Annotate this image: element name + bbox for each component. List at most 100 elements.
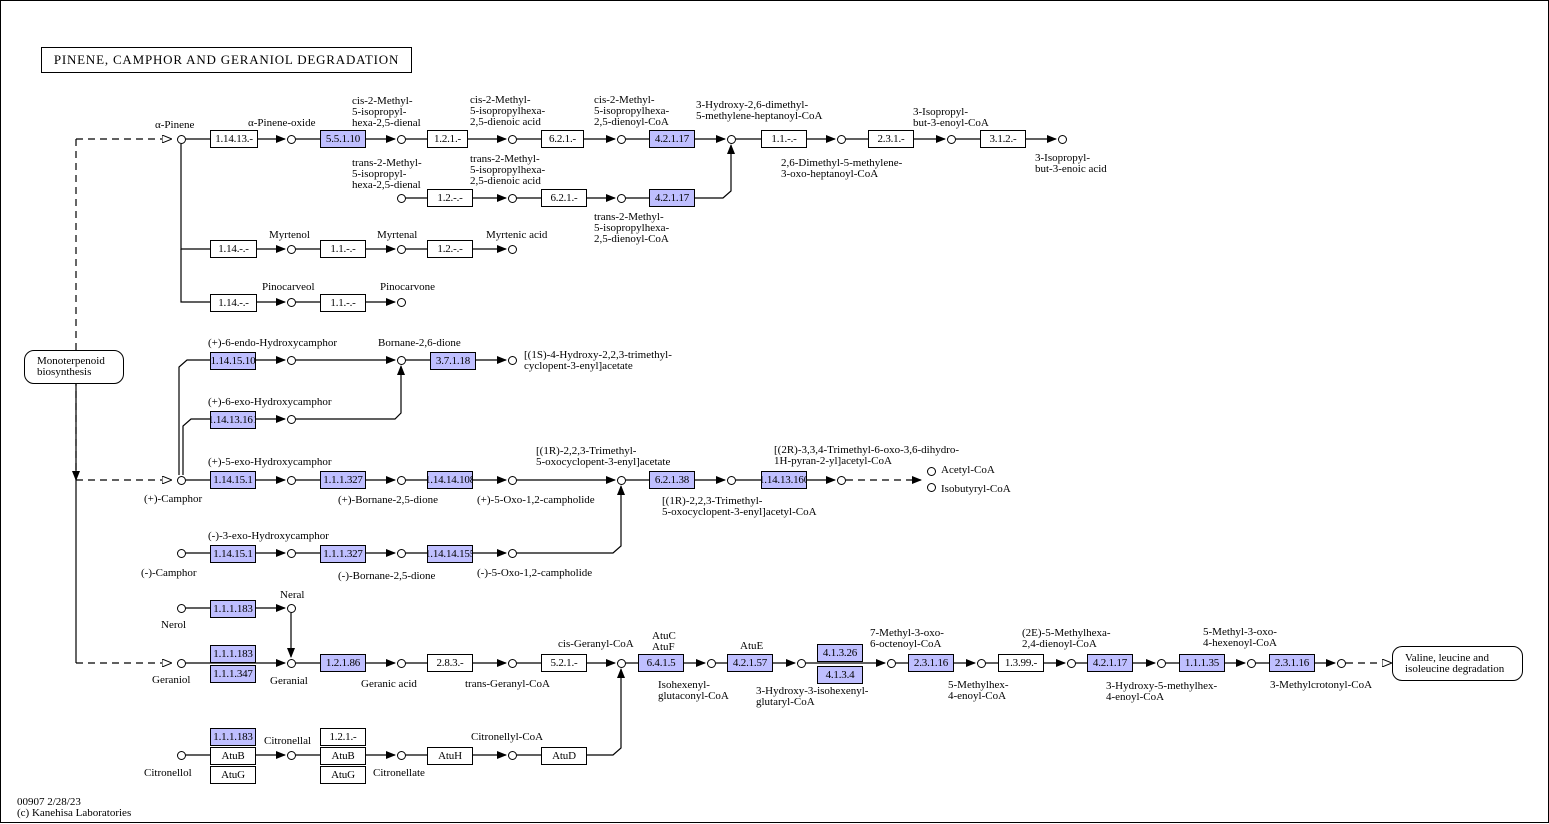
enzyme-box-e41[interactable]: 1.1.1.35 (1179, 654, 1225, 672)
compound-node[interactable] (1336, 658, 1346, 668)
compound-node[interactable] (616, 193, 626, 203)
compound-node[interactable] (926, 482, 936, 492)
enzyme-box-e33[interactable]: 5.2.1.- (541, 654, 587, 672)
enzyme-box-e5[interactable]: 4.2.1.17 (649, 130, 695, 148)
compound-node[interactable] (796, 658, 806, 668)
enzyme-box-e18[interactable]: 3.7.1.18 (430, 352, 476, 370)
enzyme-box-e11[interactable]: 4.2.1.17 (649, 189, 695, 207)
enzyme-box-e39[interactable]: 1.3.99.- (998, 654, 1044, 672)
compound-node[interactable] (507, 244, 517, 254)
enzyme-box-e13[interactable]: 1.1.-.- (320, 240, 366, 258)
compound-node[interactable] (1156, 658, 1166, 668)
enzyme-box-e44[interactable]: AtuB (210, 747, 256, 765)
compound-node[interactable] (176, 134, 186, 144)
enzyme-box-e19[interactable]: 1.14.13.161 (210, 411, 256, 429)
compound-node[interactable] (836, 475, 846, 485)
enzyme-box-e7[interactable]: 2.3.1.- (868, 130, 914, 148)
compound-node[interactable] (396, 750, 406, 760)
compound-node[interactable] (616, 475, 626, 485)
compound-node[interactable] (176, 548, 186, 558)
compound-node[interactable] (507, 548, 517, 558)
compound-node[interactable] (286, 750, 296, 760)
compound-node[interactable] (396, 355, 406, 365)
enzyme-box-e1[interactable]: 1.14.13.- (210, 130, 258, 148)
compound-node[interactable] (176, 658, 186, 668)
compound-node[interactable] (1066, 658, 1076, 668)
enzyme-box-e3[interactable]: 1.2.1.- (427, 130, 468, 148)
compound-node[interactable] (507, 658, 517, 668)
enzyme-box-e46[interactable]: 1.2.1.- (320, 728, 366, 746)
enzyme-box-e2[interactable]: 5.5.1.10 (320, 130, 366, 148)
compound-node[interactable] (396, 134, 406, 144)
enzyme-box-e23[interactable]: 6.2.1.38 (649, 471, 695, 489)
compound-node[interactable] (286, 603, 296, 613)
compound-node[interactable] (507, 475, 517, 485)
compound-node[interactable] (507, 750, 517, 760)
enzyme-box-e30[interactable]: 1.1.1.347 (210, 665, 256, 683)
compound-node[interactable] (726, 475, 736, 485)
compound-node[interactable] (396, 475, 406, 485)
enzyme-box-e24[interactable]: 1.14.13.160 (761, 471, 807, 489)
compound-node[interactable] (286, 355, 296, 365)
enzyme-box-e48[interactable]: AtuG (320, 766, 366, 784)
enzyme-box-e36[interactable]: 4.1.3.26 (817, 644, 863, 662)
compound-node[interactable] (286, 475, 296, 485)
compound-node[interactable] (946, 134, 956, 144)
enzyme-box-e12[interactable]: 1.14.-.- (210, 240, 257, 258)
compound-node[interactable] (176, 603, 186, 613)
compound-node[interactable] (1246, 658, 1256, 668)
compound-node[interactable] (507, 193, 517, 203)
compound-node[interactable] (507, 134, 517, 144)
enzyme-box-e17[interactable]: 1.14.15.10 (210, 352, 256, 370)
compound-node[interactable] (286, 244, 296, 254)
map-link-valine-leucine-isoleucine-degradation[interactable]: Valine, leucine and isoleucine degradati… (1392, 646, 1523, 681)
compound-node[interactable] (286, 548, 296, 558)
compound-node[interactable] (507, 355, 517, 365)
enzyme-box-e8[interactable]: 3.1.2.- (980, 130, 1026, 148)
enzyme-box-e9[interactable]: 1.2.-.- (427, 189, 473, 207)
compound-node[interactable] (286, 134, 296, 144)
enzyme-box-e16[interactable]: 1.1.-.- (320, 294, 366, 312)
compound-node[interactable] (1057, 134, 1067, 144)
enzyme-box-e21[interactable]: 1.1.1.327 (320, 471, 366, 489)
enzyme-box-e10[interactable]: 6.2.1.- (541, 189, 587, 207)
enzyme-box-e4[interactable]: 6.2.1.- (541, 130, 584, 148)
compound-node[interactable] (706, 658, 716, 668)
compound-node[interactable] (286, 297, 296, 307)
compound-node[interactable] (176, 750, 186, 760)
enzyme-box-e34[interactable]: 6.4.1.5 (638, 654, 684, 672)
compound-node[interactable] (396, 193, 406, 203)
compound-node[interactable] (396, 548, 406, 558)
compound-node[interactable] (926, 466, 936, 476)
enzyme-box-e22[interactable]: 1.14.14.108 (427, 471, 473, 489)
enzyme-box-e27[interactable]: 1.14.14.155 (427, 545, 473, 563)
compound-node[interactable] (396, 297, 406, 307)
enzyme-box-e38[interactable]: 2.3.1.16 (908, 654, 954, 672)
enzyme-box-e47[interactable]: AtuB (320, 747, 366, 765)
map-link-monoterpenoid-biosynthesis[interactable]: Monoterpenoid biosynthesis (24, 350, 124, 384)
compound-node[interactable] (886, 658, 896, 668)
compound-node[interactable] (396, 658, 406, 668)
enzyme-box-e37[interactable]: 4.1.3.4 (817, 666, 863, 684)
compound-node[interactable] (616, 658, 626, 668)
compound-node[interactable] (286, 414, 296, 424)
enzyme-box-e6[interactable]: 1.1.-.- (761, 130, 807, 148)
enzyme-box-e15[interactable]: 1.14.-.- (210, 294, 257, 312)
compound-node[interactable] (976, 658, 986, 668)
compound-node[interactable] (286, 658, 296, 668)
compound-node[interactable] (616, 134, 626, 144)
enzyme-box-e20[interactable]: 1.14.15.1 (210, 471, 256, 489)
enzyme-box-e49[interactable]: AtuH (427, 747, 473, 765)
enzyme-box-e26[interactable]: 1.1.1.327 (320, 545, 366, 563)
compound-node[interactable] (836, 134, 846, 144)
enzyme-box-e50[interactable]: AtuD (541, 747, 587, 765)
enzyme-box-e43[interactable]: 1.1.1.183 (210, 728, 256, 746)
compound-node[interactable] (396, 244, 406, 254)
enzyme-box-e42[interactable]: 2.3.1.16 (1269, 654, 1315, 672)
enzyme-box-e28[interactable]: 1.1.1.183 (210, 600, 256, 618)
enzyme-box-e40[interactable]: 4.2.1.17 (1087, 654, 1133, 672)
enzyme-box-e29[interactable]: 1.1.1.183 (210, 645, 256, 663)
enzyme-box-e14[interactable]: 1.2.-.- (427, 240, 473, 258)
enzyme-box-e31[interactable]: 1.2.1.86 (320, 654, 366, 672)
enzyme-box-e32[interactable]: 2.8.3.- (427, 654, 473, 672)
